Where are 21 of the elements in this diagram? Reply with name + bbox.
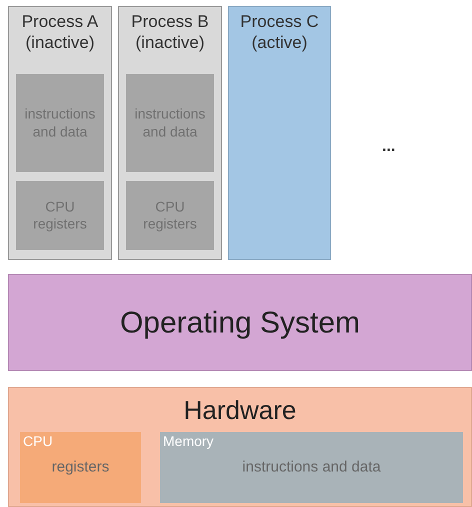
process-panel (118, 6, 222, 260)
memory-block (160, 432, 463, 503)
process-panel (228, 6, 331, 260)
process-title: Process B (inactive) (130, 11, 210, 54)
ellipsis-text: ... (382, 138, 396, 156)
layer-title: Operating System (118, 304, 362, 341)
os-layer (8, 274, 472, 371)
process-panel (8, 6, 112, 260)
register-block (16, 181, 104, 250)
layer-title: Hardware (182, 394, 298, 426)
process-title: Process C (active) (239, 11, 320, 54)
process-title: Process A (inactive) (20, 11, 100, 54)
register-block (126, 181, 214, 250)
memory-block (16, 74, 104, 172)
block-text: registers (50, 458, 110, 477)
block-heading: Memory (163, 433, 214, 450)
cpu-block (20, 432, 141, 503)
memory-block (126, 74, 214, 172)
block-text: instructions and data (242, 458, 382, 477)
hardware-layer (8, 387, 472, 507)
block-heading: CPU (23, 433, 53, 450)
